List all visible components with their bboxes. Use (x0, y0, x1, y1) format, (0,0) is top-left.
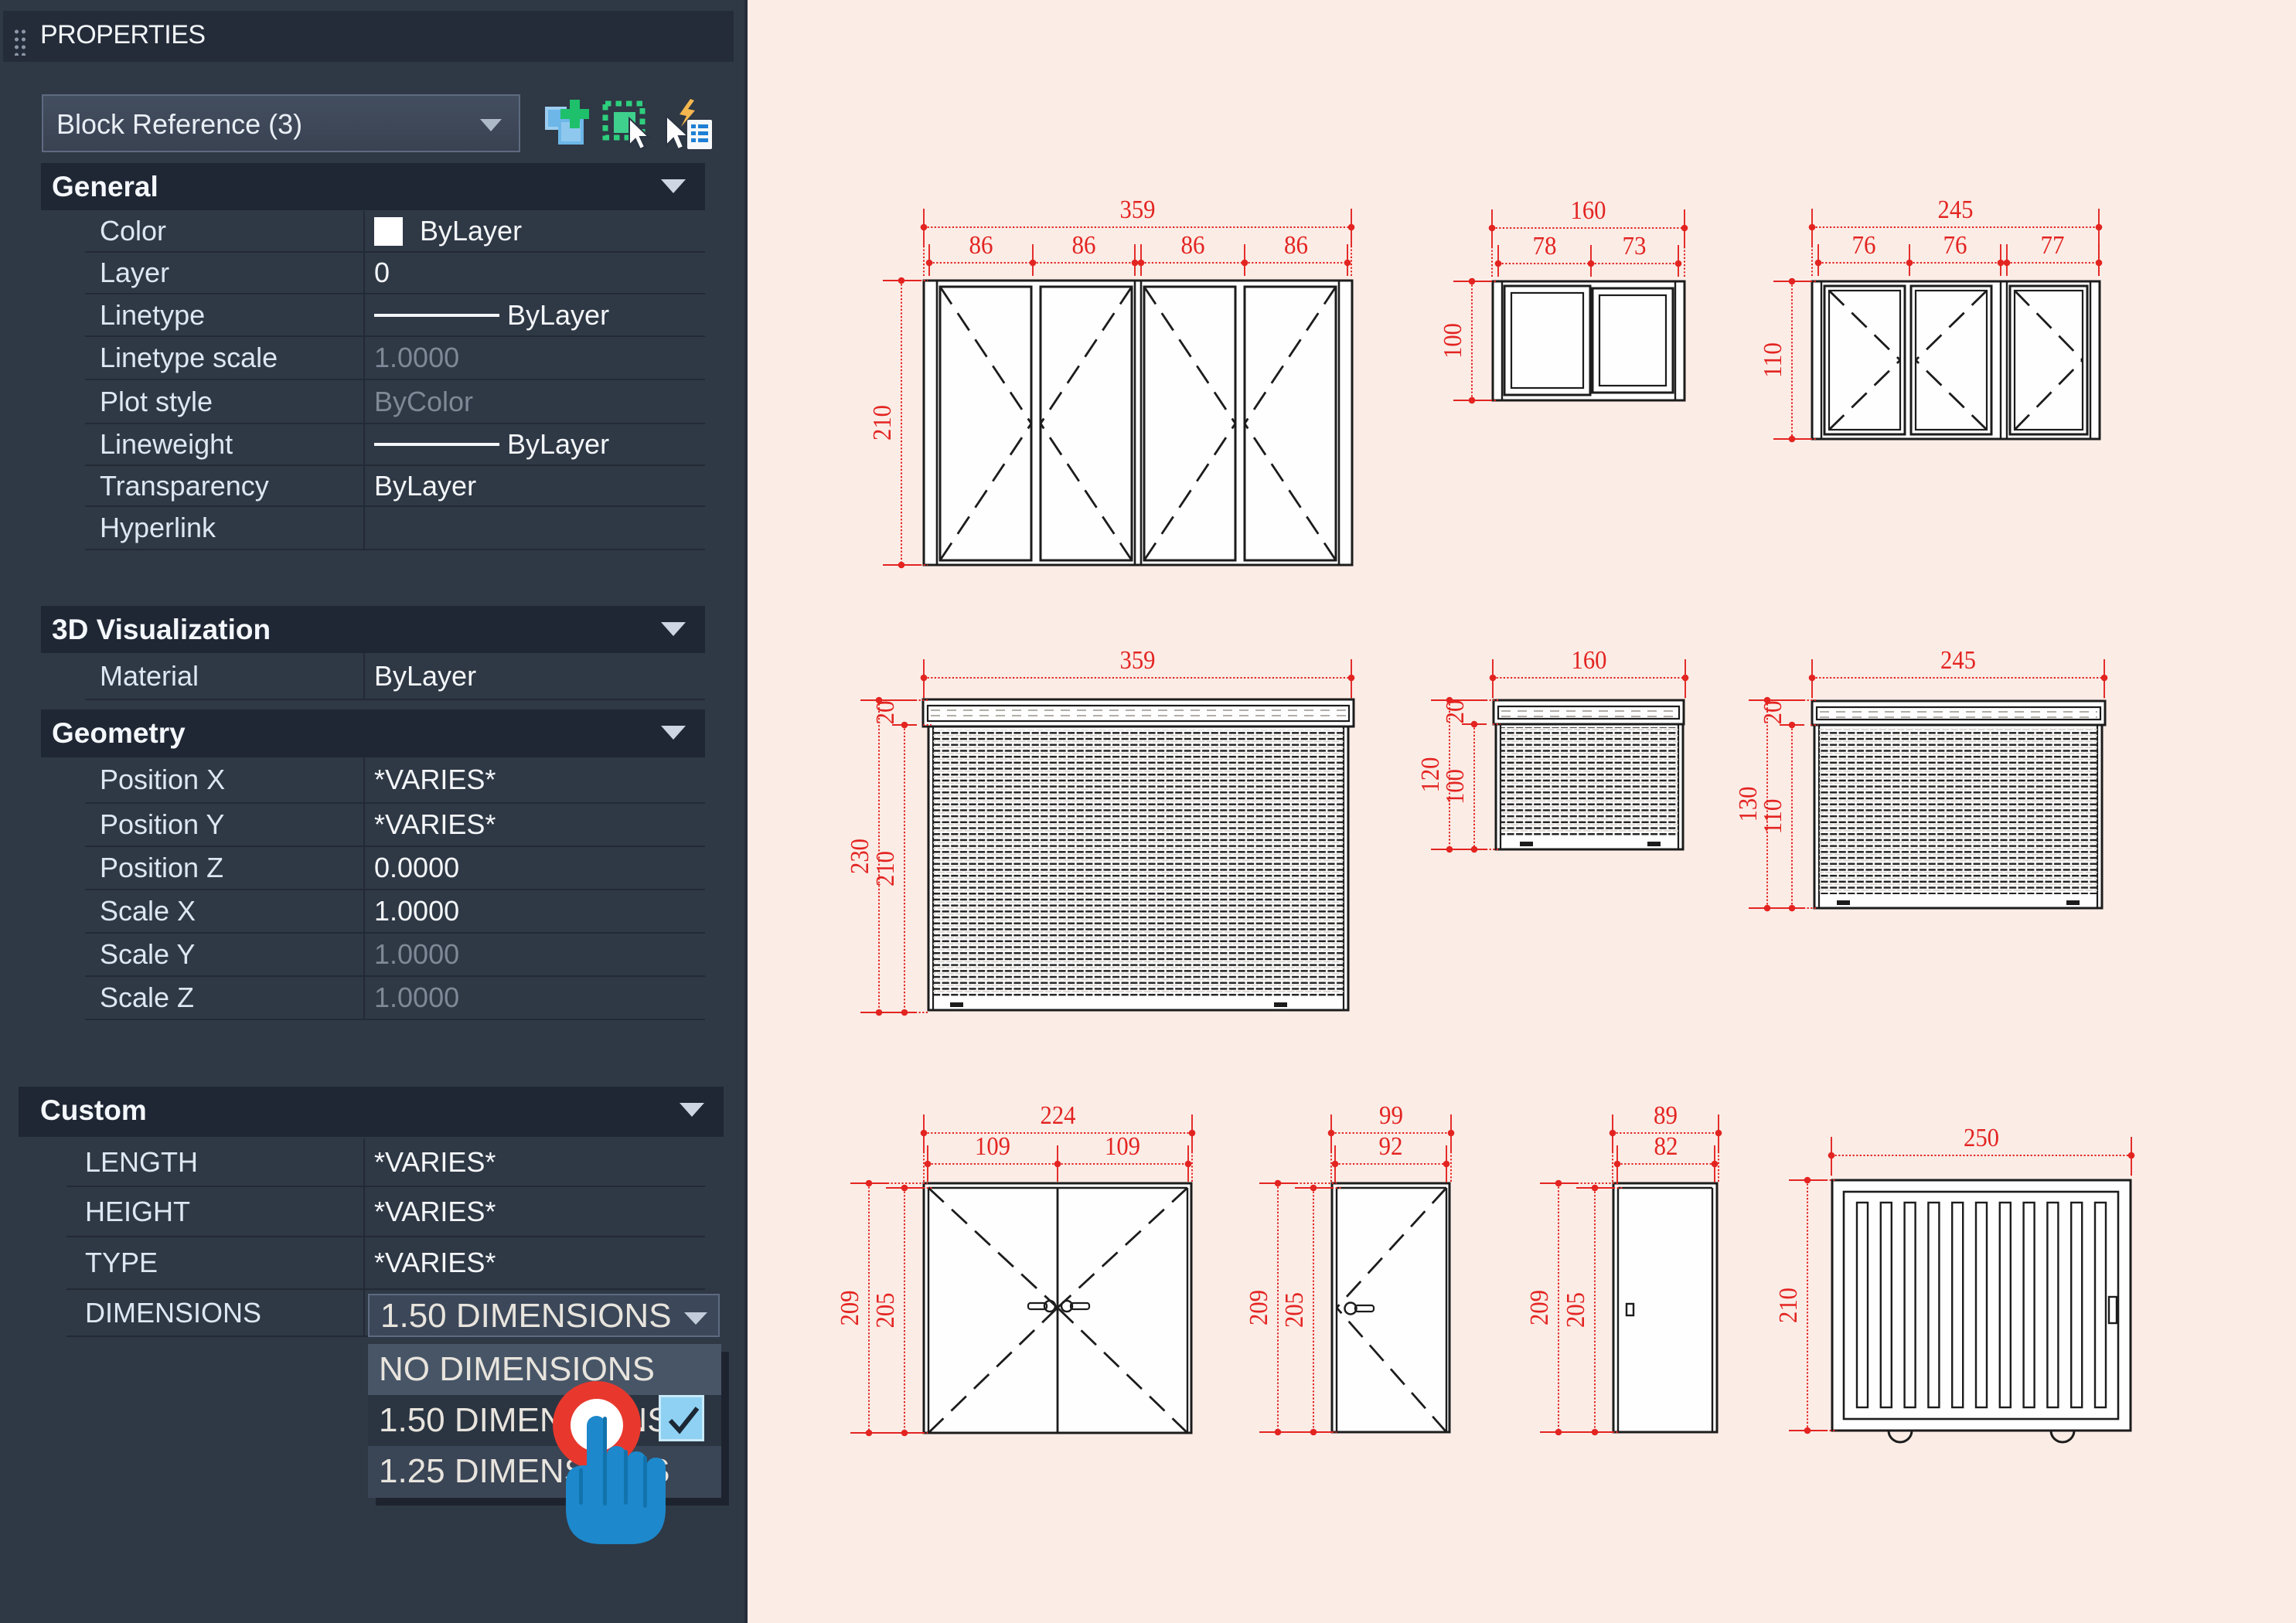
svg-text:230: 230 (846, 839, 874, 874)
svg-text:120: 120 (1416, 757, 1445, 793)
svg-text:20: 20 (1759, 701, 1787, 725)
svg-text:109: 109 (975, 1132, 1010, 1161)
svg-text:209: 209 (1525, 1290, 1554, 1325)
svg-text:110: 110 (1759, 799, 1787, 835)
svg-text:100: 100 (1439, 323, 1467, 359)
svg-text:100: 100 (1441, 769, 1470, 805)
svg-text:78: 78 (1533, 232, 1557, 260)
svg-text:359: 359 (1120, 646, 1156, 675)
svg-text:20: 20 (1441, 700, 1470, 724)
svg-text:99: 99 (1379, 1101, 1403, 1130)
svg-text:86: 86 (1284, 231, 1308, 260)
svg-text:76: 76 (1852, 231, 1876, 260)
svg-text:209: 209 (1245, 1290, 1273, 1325)
svg-text:210: 210 (868, 405, 897, 441)
svg-text:82: 82 (1654, 1132, 1678, 1161)
svg-text:76: 76 (1943, 231, 1967, 260)
svg-text:160: 160 (1571, 196, 1606, 225)
svg-text:205: 205 (1562, 1292, 1590, 1328)
svg-text:130: 130 (1734, 787, 1763, 822)
svg-text:205: 205 (1280, 1292, 1309, 1328)
svg-text:92: 92 (1379, 1132, 1403, 1161)
svg-text:205: 205 (871, 1293, 900, 1329)
svg-text:86: 86 (1181, 231, 1205, 260)
svg-text:20: 20 (871, 701, 900, 725)
svg-text:245: 245 (1938, 196, 1974, 224)
svg-text:224: 224 (1041, 1101, 1076, 1130)
svg-text:86: 86 (969, 231, 993, 260)
svg-text:245: 245 (1940, 646, 1976, 675)
svg-text:209: 209 (836, 1291, 864, 1326)
svg-text:359: 359 (1120, 196, 1156, 224)
svg-text:210: 210 (1774, 1288, 1803, 1323)
svg-text:110: 110 (1759, 342, 1787, 378)
svg-text:160: 160 (1572, 646, 1607, 675)
svg-text:86: 86 (1072, 231, 1096, 260)
svg-text:109: 109 (1105, 1132, 1140, 1161)
svg-text:73: 73 (1623, 232, 1647, 260)
svg-text:210: 210 (871, 851, 900, 886)
svg-text:250: 250 (1964, 1124, 1999, 1152)
svg-text:77: 77 (2041, 231, 2065, 260)
svg-text:89: 89 (1654, 1101, 1678, 1130)
